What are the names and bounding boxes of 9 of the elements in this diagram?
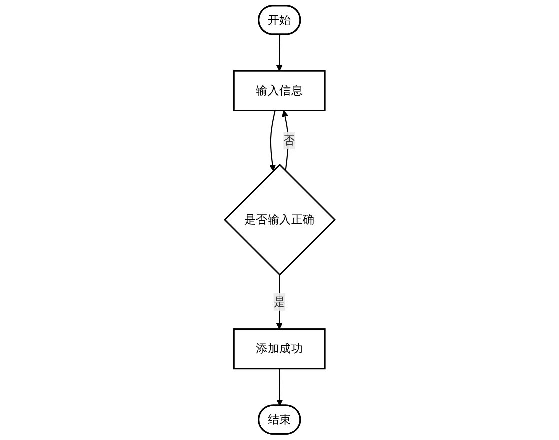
arrow [276,34,282,72]
arrow [269,110,276,172]
arrow [282,110,288,172]
edge-label: 是 [273,294,285,309]
edge-label: 否 [283,133,295,148]
node-diamond: 是否输入正确 [223,164,336,276]
arrow [276,368,283,406]
node-box: 输入信息 [232,70,326,112]
node-box: 添加成功 [232,328,326,370]
